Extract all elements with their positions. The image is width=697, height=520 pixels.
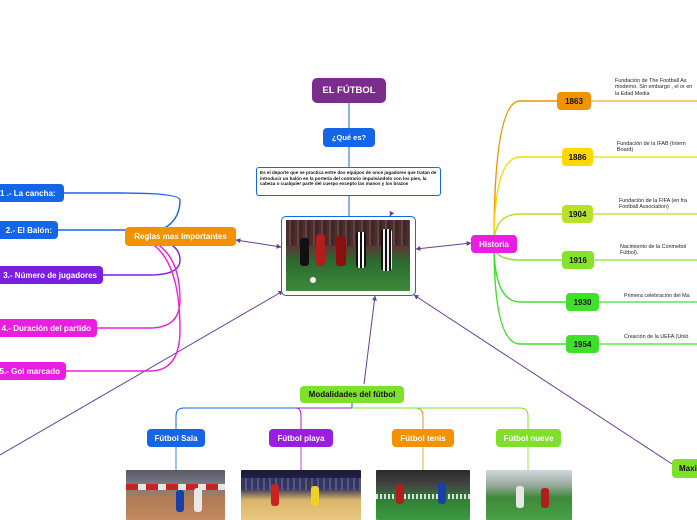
soccer-match-photo	[286, 220, 410, 291]
history-node[interactable]: Historia	[471, 235, 517, 253]
futsal-player-2	[194, 488, 202, 512]
player-1	[300, 238, 309, 266]
rule-item-3[interactable]: 3.- Número de jugadores	[0, 266, 103, 284]
tenis-player	[396, 484, 404, 504]
year-1954[interactable]: 1954	[566, 335, 599, 353]
rule-item-2[interactable]: 2.- El Balón:	[0, 221, 58, 239]
futbol-nueve-photo	[486, 470, 572, 520]
futsal-player	[176, 490, 184, 512]
event-1904-text: Fundación de la FIFA (en fra Football As…	[619, 198, 688, 211]
beach-player	[271, 484, 279, 506]
title-node[interactable]: EL FÚTBOL	[312, 78, 386, 103]
event-1863-text: Fundación de The Football As moderno. Si…	[615, 78, 693, 97]
beach-stands	[241, 478, 361, 490]
definition-box[interactable]: Es el deporte que se practica entre dos …	[256, 167, 441, 196]
rule-item-5[interactable]: 5.- Gol marcado	[0, 362, 66, 380]
futsal-photo	[126, 470, 225, 520]
modalities-node[interactable]: Modalidades del fútbol	[300, 386, 404, 403]
rule-item-4[interactable]: 4.- Duración del partido	[0, 319, 97, 337]
player-5	[381, 229, 392, 271]
year-1930[interactable]: 1930	[566, 293, 599, 311]
beach-soccer-photo	[241, 470, 361, 520]
player-4	[356, 232, 366, 268]
event-1886-text: Fundación de la IFAB (Intern Board)	[617, 141, 686, 154]
beach-player-2	[311, 486, 319, 506]
futsal-board	[126, 484, 225, 490]
player-3	[336, 236, 346, 266]
event-1930-text: Primera celebración del Ma	[624, 293, 690, 299]
modality-futbol-tenis[interactable]: Fútbol tenis	[392, 429, 454, 447]
net	[376, 494, 470, 499]
modality-futbol-playa[interactable]: Fútbol playa	[269, 429, 333, 447]
nueve-player	[516, 486, 524, 508]
rule-item-1[interactable]: 1 .- La cancha:	[0, 184, 64, 202]
definition-text: Es el deporte que se practica entre dos …	[260, 170, 437, 186]
modality-futbol-sala[interactable]: Fútbol Sala	[147, 429, 205, 447]
partial-maxi-node[interactable]: Maxi	[672, 459, 697, 478]
year-1863[interactable]: 1863	[557, 92, 591, 110]
nueve-player-2	[541, 488, 549, 508]
question-node[interactable]: ¿Qué es?	[323, 128, 375, 147]
rules-node[interactable]: Reglas mas Importantes	[125, 227, 236, 246]
central-image-frame[interactable]	[281, 216, 416, 296]
year-1904[interactable]: 1904	[562, 205, 593, 223]
year-1916[interactable]: 1916	[562, 251, 594, 269]
ball	[310, 277, 316, 283]
player-2	[316, 234, 325, 266]
footvolley-photo	[376, 470, 470, 520]
event-1954-text: Creación de la UEFA (Unió	[624, 334, 689, 340]
year-1886[interactable]: 1886	[562, 148, 593, 166]
partial-maxi-label: Maxi	[679, 464, 697, 473]
event-1916-text: Nacimiento de la Conmebol Fútbol).	[620, 244, 687, 257]
tenis-player-2	[438, 482, 446, 504]
modality-futbol-nueve[interactable]: Fútbol nueve	[496, 429, 561, 447]
